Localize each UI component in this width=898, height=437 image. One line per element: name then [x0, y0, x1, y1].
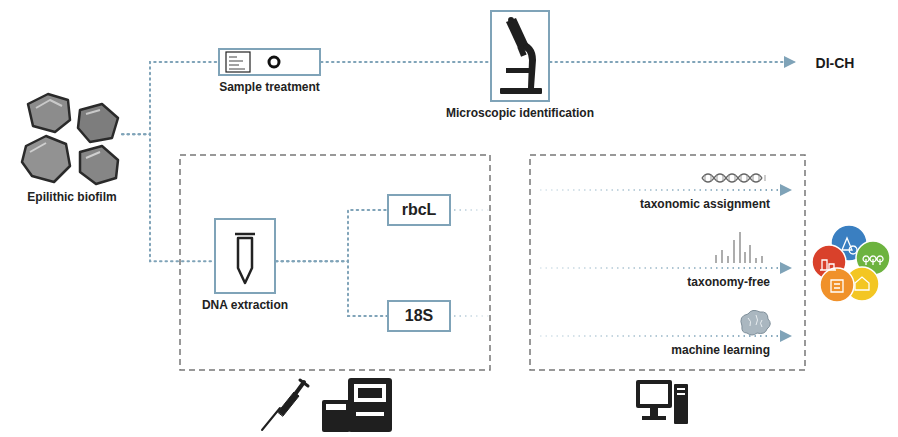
stones-icon-part [80, 146, 118, 184]
tube-icon-part [238, 238, 252, 283]
slide-icon-part [269, 57, 279, 67]
microscope-icon-part [508, 17, 514, 23]
dna-icon-part [705, 175, 765, 181]
dotted-connector [122, 62, 218, 134]
brain-icon [741, 310, 770, 335]
dashed-panel [530, 155, 805, 370]
biofilm-icon-node: Epilithic biofilm [22, 92, 122, 184]
sequencer-icon-part [348, 378, 392, 432]
stones-icon-part [36, 100, 62, 108]
indicator-circles-part [820, 268, 854, 302]
sequencer-icon-part [354, 384, 386, 402]
process-box: DNA extraction [214, 218, 276, 294]
computer-icon [636, 380, 688, 424]
method-label: taxonomy-free [687, 275, 770, 289]
brain-icon-part [748, 315, 762, 327]
stones-icon-part [28, 94, 70, 132]
stones-icon-part [30, 143, 46, 152]
process-box: Sample treatment [218, 48, 321, 76]
computer-icon-part [640, 384, 668, 404]
computer-icon-part [650, 408, 658, 416]
circle-symbols-part [855, 277, 869, 290]
slide-icon [226, 52, 279, 72]
result-node: DI-CH [800, 51, 870, 75]
node-label: Microscopic identification [446, 106, 594, 120]
pipette-icon-part [262, 408, 280, 430]
indicator-circles [812, 225, 890, 302]
sequencer-icon-part [358, 388, 382, 398]
node-label: DNA extraction [202, 298, 288, 312]
circle-symbols-part [863, 256, 883, 265]
pipette-icon-part [278, 392, 299, 416]
tube-icon-part [235, 233, 255, 236]
pipette-icon-part [300, 380, 308, 386]
stones-icon-part [22, 136, 70, 182]
analysis-arrows-part [540, 335, 782, 337]
microscope-icon-part [506, 18, 528, 48]
arrow-heads [780, 184, 792, 342]
circle-symbols [820, 238, 883, 292]
dotted-connector [276, 210, 387, 261]
microscope-icon-part [500, 88, 542, 94]
analysis-arrows [540, 190, 782, 336]
dna-icon [702, 174, 765, 182]
computer-icon-part [636, 380, 672, 408]
dotted-connector [122, 134, 214, 261]
marker-box: rbcL [387, 194, 451, 226]
computer-icon-part [677, 388, 685, 390]
marker-box: 18S [387, 300, 451, 332]
pipette-icon [262, 380, 308, 430]
computer-icon-part [674, 384, 688, 424]
dotted-connector [276, 261, 387, 316]
microscope-icon-part [517, 45, 526, 57]
microscope-icon-part [518, 40, 536, 88]
circle-symbols-part [842, 238, 857, 254]
dashed-panel [180, 155, 490, 370]
sequencer-icon-part [326, 404, 346, 410]
sequencer-icon [322, 378, 392, 432]
method-label: taxonomic assignment [640, 197, 770, 211]
slide-icon-part [229, 57, 245, 69]
computer-icon-part [642, 416, 666, 420]
computer-icon-part [677, 393, 685, 395]
spectrum-icon-part [716, 232, 762, 263]
node-text: rbcL [402, 201, 437, 219]
process-box: Microscopic identification [490, 10, 550, 102]
circle-symbols-part [831, 280, 843, 292]
circle-symbols-part [820, 260, 836, 270]
dotted-connector [550, 61, 794, 63]
microscope-icon [500, 17, 542, 94]
analysis-arrows-part [540, 267, 782, 269]
method-label: machine learning [671, 343, 770, 357]
stones-icon-part [86, 152, 100, 158]
stones-icon-part [78, 104, 118, 142]
node-label: Sample treatment [219, 80, 320, 94]
node-text: 18S [405, 307, 433, 325]
slide-icon-part [226, 52, 250, 72]
sequencer-icon-part [322, 400, 350, 432]
sequencer-icon-part [356, 412, 384, 416]
analysis-arrows-part [540, 189, 782, 191]
spectrum-icon [716, 232, 762, 263]
stones-icon [22, 94, 118, 184]
fading-line [454, 210, 492, 316]
node-label: Epilithic biofilm [27, 190, 116, 204]
tube-icon [235, 234, 255, 283]
node-text: DI-CH [816, 55, 855, 71]
microscope-icon-part [506, 68, 532, 73]
arrow-heads-part [780, 330, 792, 342]
dotted-connector [321, 61, 490, 63]
brain-icon-part [741, 310, 770, 335]
stones-icon-part [86, 110, 100, 114]
arrow-heads-part [780, 184, 792, 196]
arrow-heads-part [780, 262, 792, 274]
